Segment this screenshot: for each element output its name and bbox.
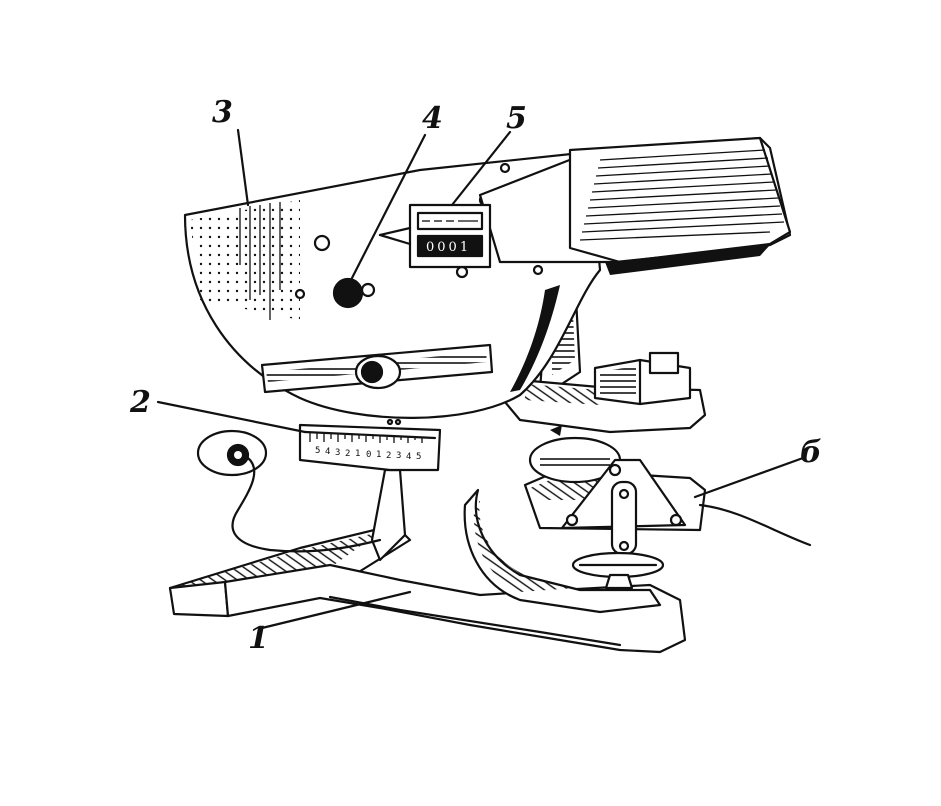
leader-6: [693, 456, 805, 499]
scale-label-8: 3: [396, 451, 401, 461]
platform: [503, 351, 707, 436]
cable-plug: [196, 429, 382, 553]
callout-4: 4: [422, 101, 443, 136]
scale-label-7: 2: [386, 451, 391, 461]
adjust-knob: [332, 277, 364, 309]
callout-6: б: [800, 435, 822, 470]
ribbed-grip: [579, 149, 785, 241]
scale-label-10: 5: [416, 452, 421, 462]
callout-2: 2: [129, 385, 151, 420]
callout-1: 1: [248, 621, 269, 656]
digital-counter: 0001: [378, 203, 492, 269]
callout-5: 5: [506, 101, 527, 136]
scale-labels: 5 4 3 2 1 0 1 2 3 4 5: [315, 446, 421, 462]
scale-label-0: 5: [315, 446, 320, 456]
leader-4: [350, 133, 427, 280]
leader-3: [236, 128, 250, 207]
scale-label-1: 4: [325, 447, 330, 457]
angle-scale: 5 4 3 2 1 0 1 2 3 4 5: [298, 423, 442, 472]
scale-ticks: [309, 433, 423, 443]
scale-label-9: 4: [406, 452, 411, 462]
leader-lines: [156, 128, 805, 630]
lower-mechanism: [523, 436, 812, 590]
leader-1: [260, 590, 412, 630]
scale-label-5: 0: [366, 450, 371, 460]
leader-5: [450, 130, 512, 207]
scale-label-4: 1: [355, 449, 360, 459]
callout-3: 3: [212, 95, 233, 130]
leader-2: [156, 400, 307, 434]
scale-label-2: 3: [335, 448, 340, 458]
slider-knob: [360, 360, 384, 384]
scale-label-3: 2: [345, 449, 350, 459]
counter-readout: 0001: [426, 240, 471, 255]
scale-label-6: 1: [376, 450, 381, 460]
upper-housing: [478, 136, 792, 275]
